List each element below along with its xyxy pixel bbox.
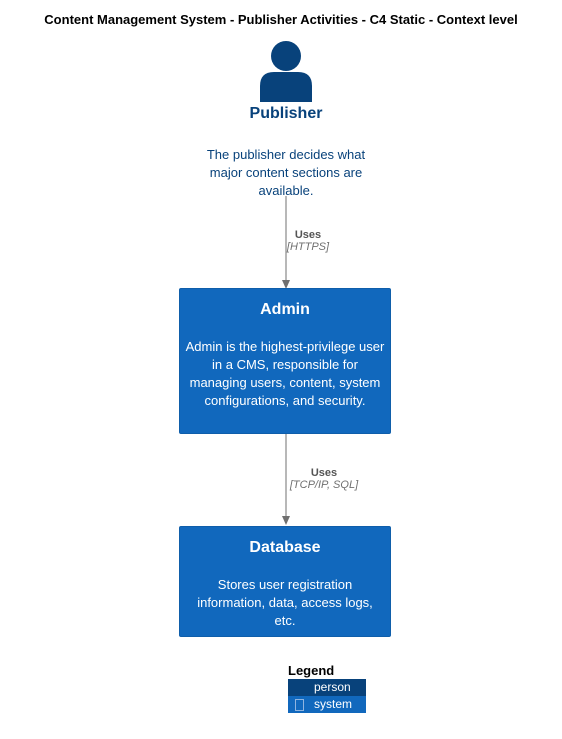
system-database[interactable]: Database Stores user registration inform… [179, 526, 391, 637]
legend-box-icon [295, 699, 304, 711]
system-admin[interactable]: Admin Admin is the highest-privilege use… [179, 288, 391, 434]
person-publisher[interactable]: Publisher The publisher decides what maj… [186, 40, 386, 200]
person-icon [260, 41, 312, 102]
relation-label: Uses [294, 229, 322, 241]
person-description: The publisher decides what major content… [206, 147, 366, 198]
legend: Legend person system [288, 663, 366, 713]
relation-label: Uses [310, 467, 338, 479]
edge-label-tcpip-sql: Uses [TCP/IP, SQL] [282, 467, 366, 491]
system-name: Admin [260, 301, 310, 318]
system-name: Database [249, 539, 321, 556]
edge-publisher-admin [282, 196, 290, 289]
edge-label-https: Uses [HTTPS] [276, 229, 340, 253]
legend-title: Legend [288, 663, 335, 678]
diagram-title: Content Management System - Publisher Ac… [44, 12, 518, 27]
legend-item-person: person [288, 679, 366, 696]
relation-technology: [HTTPS] [286, 241, 330, 253]
edge-admin-database [282, 434, 290, 525]
person-name: Publisher [249, 105, 323, 122]
legend-item-label: system [314, 697, 353, 711]
system-description: Stores user registration information, da… [197, 577, 373, 628]
legend-item-system: system [288, 696, 366, 713]
system-description: Admin is the highest-privilege user in a… [185, 339, 385, 408]
relation-technology: [TCP/IP, SQL] [289, 479, 359, 491]
